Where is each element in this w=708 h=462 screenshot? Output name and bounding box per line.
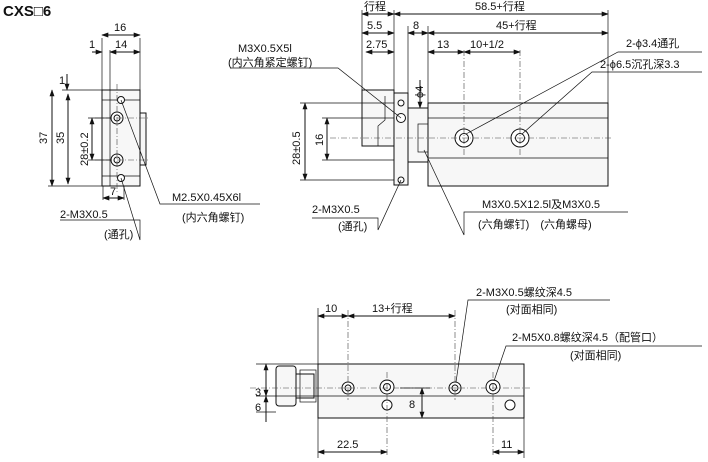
dim-13-top: 13+行程 — [372, 302, 413, 315]
dim-10-half: 10+1/2 — [470, 39, 504, 51]
dim-45: 45+行程 — [496, 19, 537, 32]
dim-8-side: 8 — [413, 20, 419, 32]
end-view-flange — [101, 89, 111, 187]
end-plate — [393, 92, 409, 186]
drawing-title: CXS□6 — [3, 3, 51, 20]
dim-8-top: 8 — [409, 399, 415, 411]
note-bolt: M3X0.5X12.5l及M3X0.5 — [482, 199, 600, 211]
dim-16: 16 — [114, 22, 126, 34]
side-view: 行程 58.5+行程 5.5 8 45+行程 2.75 13 10+1/2 ϕ4… — [228, 0, 702, 236]
dim-37: 37 — [38, 132, 50, 144]
dim-2-75: 2.75 — [366, 39, 387, 51]
note-m3-left: 2-M3X0.5 — [60, 209, 108, 221]
note-m3-thru-sub: (通孔) — [338, 220, 367, 233]
dim-35: 35 — [55, 132, 67, 144]
note-m3-tap: 2-M3X0.5螺纹深4.5 — [476, 285, 572, 299]
dim-6: 6 — [255, 402, 261, 414]
note-m3-tap-sub: (对面相同) — [506, 302, 557, 316]
dim-1-top: 1 — [89, 39, 95, 51]
dim-22-5: 22.5 — [337, 439, 358, 451]
note-m3-thru: 2-M3X0.5 — [312, 204, 360, 216]
dim-7: 7 — [110, 186, 116, 198]
end-view-body — [101, 89, 141, 187]
dim-3: 3 — [255, 387, 261, 399]
dim-5-5: 5.5 — [367, 20, 382, 32]
note-m25: M2.5X0.45X6l — [172, 192, 241, 204]
note-thru: 2-ϕ3.4通孔 — [626, 37, 679, 50]
dim-14: 14 — [115, 39, 127, 51]
dim-58-5: 58.5+行程 — [475, 0, 525, 13]
note-m5-tap: 2-M5X0.8螺纹深4.5（配管口） — [512, 330, 663, 344]
note-cbore: 2-ϕ6.5沉孔深3.3 — [600, 58, 680, 71]
dim-28-05: 28±0.5 — [291, 131, 303, 165]
dim-stroke: 行程 — [364, 0, 386, 13]
end-view-slot — [139, 112, 147, 166]
dim-11: 11 — [501, 439, 512, 451]
dim-28-02: 28±0.2 — [79, 132, 91, 166]
dim-1-left: 1 — [59, 75, 65, 87]
note-set-screw-sub: (内六角紧定螺钉) — [228, 55, 312, 69]
note-m5-tap-sub: (对面相同) — [570, 348, 621, 362]
dim-phi4: ϕ4 — [414, 86, 426, 98]
note-set-screw: M3X0.5X5l — [238, 43, 292, 55]
top-view: 10 13+行程 3 6 8 22.5 11 2-M3X0.5螺纹深4.5 (对… — [250, 285, 702, 458]
fitting-nut — [295, 373, 315, 399]
dim-10-top: 10 — [325, 303, 337, 315]
dim-16-side: 16 — [314, 134, 326, 146]
note-m25-sub: (内六角螺钉) — [182, 210, 244, 224]
dim-13-side: 13 — [437, 39, 449, 51]
note-m3-left-sub: (通孔) — [104, 228, 133, 241]
end-plate-hole-top — [397, 99, 405, 107]
end-view: 16 1 14 1 37 35 28±0.2 7 M2.5X0.45X6l (内… — [38, 22, 260, 241]
fitting-cap — [275, 365, 297, 407]
note-bolt-sub: (六角螺钉) (六角螺母) — [478, 218, 592, 231]
